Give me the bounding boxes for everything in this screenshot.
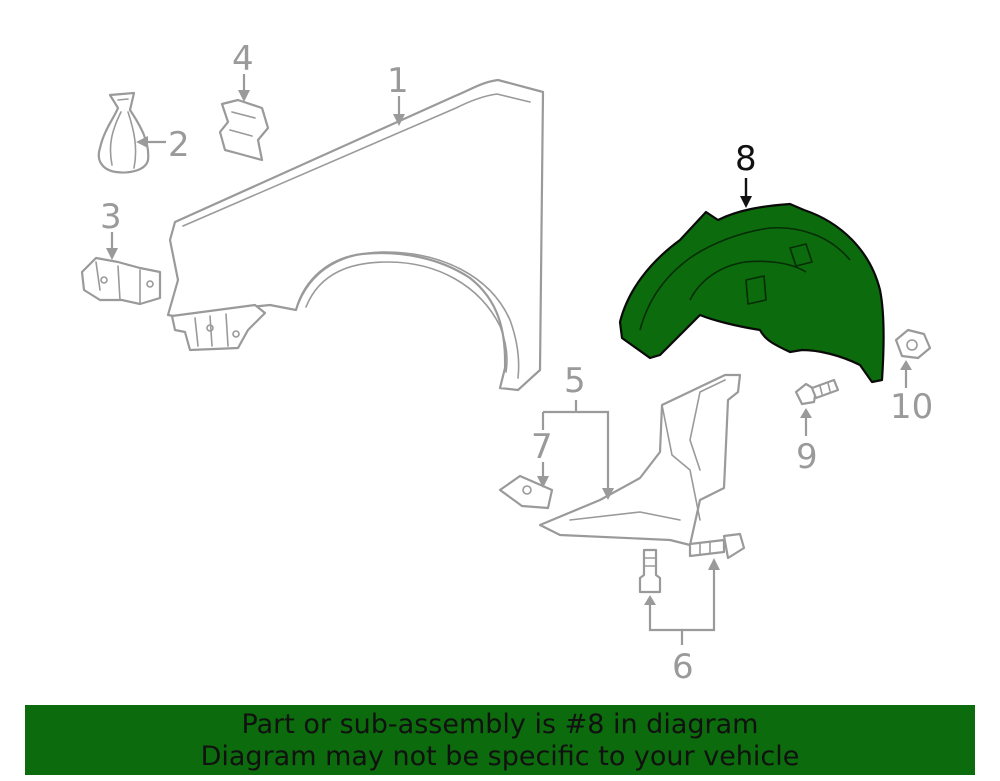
- part-6-bolts[interactable]: [638, 532, 746, 594]
- callout-6: 6: [672, 647, 694, 687]
- part-2-stop[interactable]: [97, 91, 150, 174]
- callout-3: 3: [100, 197, 122, 237]
- part-7-clip-nut[interactable]: [498, 474, 554, 510]
- part-10-push-clip[interactable]: [894, 328, 932, 360]
- callout-8: 8: [735, 139, 757, 179]
- callout-4: 4: [232, 39, 254, 79]
- part-1-fender[interactable]: [166, 78, 545, 392]
- parts-diagram: 1 2 4 3 5 7: [80, 39, 933, 687]
- callout-10: 10: [890, 387, 933, 427]
- part-4-bracket[interactable]: [218, 98, 270, 162]
- callout-1: 1: [387, 61, 409, 101]
- callout-5: 5: [564, 361, 586, 401]
- part-3-mount-bracket[interactable]: [80, 256, 162, 306]
- banner-line-1: Part or sub-assembly is #8 in diagram: [241, 709, 759, 740]
- part-8-fender-liner[interactable]: [618, 202, 885, 384]
- part-5-splash-shield[interactable]: [538, 373, 742, 547]
- callout-7: 7: [531, 427, 553, 467]
- banner-line-2: Diagram may not be specific to your vehi…: [200, 741, 800, 772]
- part-9-screw[interactable]: [794, 378, 840, 406]
- info-banner: Part or sub-assembly is #8 in diagram Di…: [25, 705, 975, 775]
- callout-9: 9: [796, 437, 818, 477]
- callout-2: 2: [168, 125, 190, 165]
